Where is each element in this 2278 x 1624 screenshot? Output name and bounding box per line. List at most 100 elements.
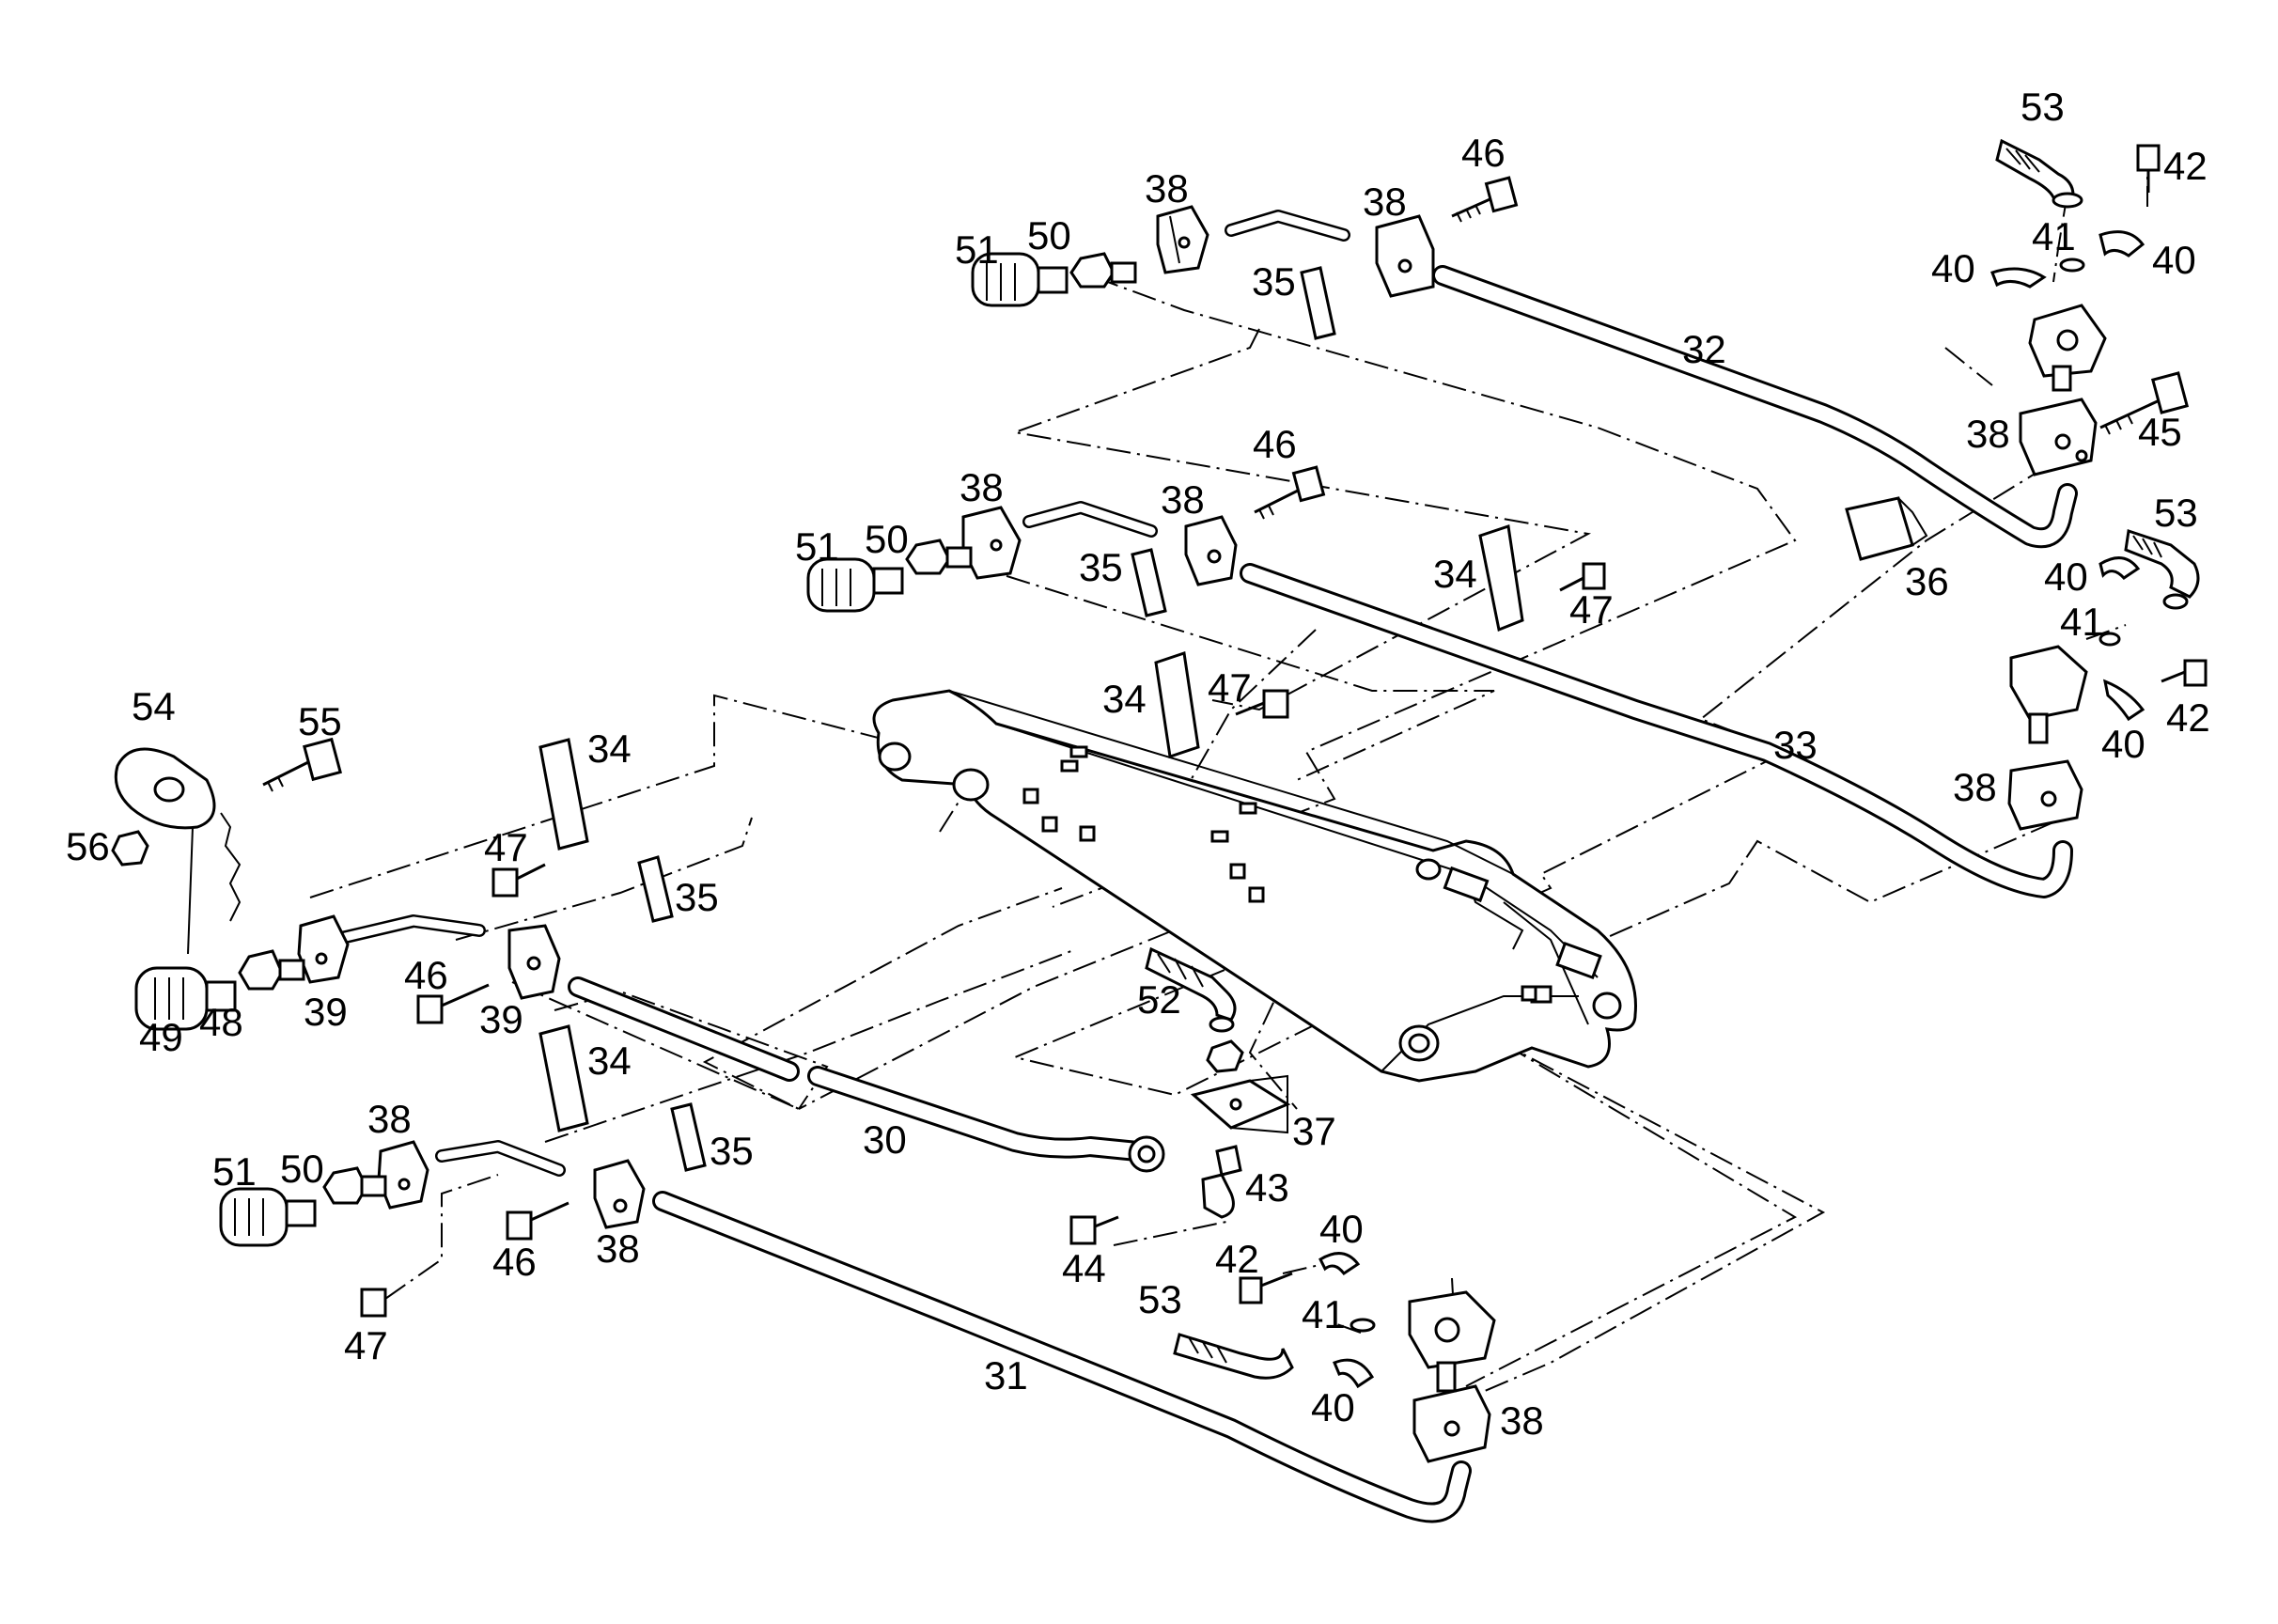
clamp-39-left [297,914,350,984]
callout-38-c: 38 [1966,412,2010,456]
callout-38-b: 38 [1363,180,1407,224]
callout-38-d: 38 [960,465,1004,509]
callout-33: 33 [1773,723,1818,767]
callout-47-b: 47 [1208,665,1252,710]
bolt-46-mid [1254,465,1326,520]
callout-50-low: 50 [280,1147,324,1191]
callout-44: 44 [1062,1246,1106,1290]
screw-44 [1069,1215,1119,1245]
clamp-38-right [2007,759,2083,831]
nut-48 [238,949,305,991]
callout-41-c: 41 [1302,1292,1346,1336]
nut-50-top [1069,252,1137,289]
callout-43: 43 [1245,1165,1289,1210]
bolt-45 [2099,371,2190,435]
callout-48: 48 [199,1000,243,1044]
clamp-38-low-left [377,1140,429,1210]
screw-47-left [491,863,546,898]
screw-42-top [2136,144,2161,193]
callout-53-bottom: 53 [1138,1277,1182,1321]
callout-35-top: 35 [1252,259,1296,304]
screw-42-right [2161,659,2208,687]
callout-40-b: 40 [2152,238,2196,282]
callout-34-mid: 34 [1102,677,1147,721]
clamp-38-mid [1184,515,1238,586]
swivels [111,138,2200,1393]
callout-39-left: 39 [304,990,348,1034]
callout-49: 49 [139,1015,183,1059]
clamp-38-bottom-right [1412,1384,1491,1463]
screw-47-right [1559,562,1606,592]
callout-46-c: 46 [404,953,448,997]
coupling-49 [134,966,237,1031]
coupling-51-low [219,1187,317,1247]
screw-47-mid [1235,689,1289,719]
coupling-51-top [971,252,1069,307]
callout-40-f: 40 [1311,1385,1355,1429]
callout-53-right: 53 [2154,491,2198,535]
callout-38-h: 38 [596,1226,640,1271]
callout-40-e: 40 [1319,1207,1364,1251]
callout-53-top: 53 [2021,85,2065,129]
callout-41-a: 41 [2032,214,2076,258]
callout-50-top: 50 [1027,213,1071,258]
callout-35-mid: 35 [1079,545,1123,589]
clamp-39-mid [507,924,561,1000]
callout-40-a: 40 [1931,246,1975,290]
callout-45: 45 [2138,410,2182,454]
callout-47-d: 47 [344,1323,388,1367]
callout-56: 56 [66,824,110,868]
callout-38-f: 38 [1953,765,1997,809]
boom-arm [872,689,1637,1083]
callout-34-low: 34 [587,1038,632,1083]
callout-38-i: 38 [1500,1398,1544,1443]
callout-42-a: 42 [2163,144,2208,188]
callout-34-left: 34 [587,726,632,771]
bolt-46-low [506,1201,570,1241]
nut-50-low [322,1166,387,1205]
callout-30: 30 [863,1117,907,1162]
clamp-38-top-left [1156,205,1209,274]
callout-51-low: 51 [212,1149,257,1194]
callout-46-a: 46 [1461,131,1506,175]
callout-47-c: 47 [484,825,528,869]
callout-46-b: 46 [1253,422,1297,466]
bolt-46-top [1451,176,1519,223]
screw-42-bottom [1239,1272,1293,1304]
callout-34-right: 34 [1433,552,1477,596]
callout-40-d: 40 [2101,722,2145,766]
callout-38-a: 38 [1145,166,1189,211]
callout-37: 37 [1292,1109,1336,1153]
callouts: 30 31 32 33 34 34 34 34 35 35 35 35 36 3… [66,85,2210,1443]
coupling-51-mid [806,557,904,613]
clamp-38-top-mid [1375,214,1435,298]
callout-39-mid: 39 [479,997,523,1041]
callout-46-d: 46 [492,1240,537,1284]
callout-55: 55 [298,699,342,743]
bolt-55 [262,737,342,792]
plates [538,266,1928,1172]
callout-42-b: 42 [2166,695,2210,740]
callout-41-b: 41 [2060,600,2104,644]
couplings [134,252,1137,1247]
callout-40-c: 40 [2044,554,2088,599]
nut-50-mid [905,539,973,575]
bolts [262,144,2208,1318]
screw-47-low [360,1288,387,1318]
callout-52: 52 [1137,977,1181,1022]
callout-32: 32 [1682,327,1726,371]
callout-51-top: 51 [955,227,999,272]
callout-36: 36 [1905,559,1949,603]
bolt-46-left [416,983,490,1024]
callout-38-e: 38 [1161,477,1205,522]
callout-35-low: 35 [710,1129,754,1173]
pipes [327,210,2078,1523]
callout-35-left: 35 [675,875,719,919]
callout-42-c: 42 [1215,1237,1259,1281]
callout-47-a: 47 [1569,587,1614,632]
clamp-38-top-right [2019,398,2098,476]
callout-31: 31 [984,1353,1028,1398]
callout-38-g: 38 [367,1097,412,1141]
clamp-38-low-mid [593,1159,646,1229]
